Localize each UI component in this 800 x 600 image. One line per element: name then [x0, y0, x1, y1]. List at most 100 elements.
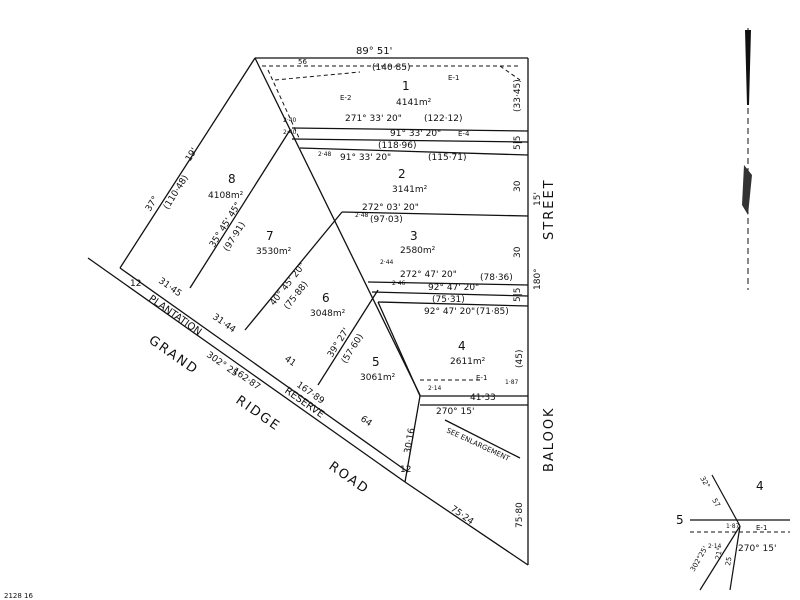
easement-dash-e2 [274, 71, 361, 81]
dim-5-5-a: 5|5 [513, 136, 523, 150]
lot-4-area: 2611m² [450, 357, 486, 367]
lot-6-number: 6 [322, 291, 330, 305]
easement-dashed-lines [262, 65, 521, 381]
lot-1-south-line [291, 127, 529, 132]
road-label-road: ROAD [326, 459, 372, 498]
lot-3-south-line [367, 281, 529, 286]
lot-1-area: 4141m² [396, 98, 432, 108]
inset-v5: 302°25' [689, 545, 710, 573]
small-dim-1-87: 1·87 [505, 379, 519, 386]
lot-4-5-line [377, 301, 421, 397]
enlargement-note: SEE ENLARGEMENT [445, 427, 511, 464]
top-distance: (140·85) [372, 63, 411, 73]
small-dim-2-40-b: 2·40 [283, 129, 297, 136]
small-dim-2-44: 2·44 [380, 259, 394, 266]
reserve-label-plantation: PLANTATION [146, 293, 203, 338]
small-dim-2-40: 2·40 [283, 117, 297, 124]
enlargement-leader-line [444, 419, 521, 459]
easement-e2-tag: E-2 [340, 94, 351, 102]
lot-8-number: 8 [228, 172, 236, 186]
boundary-lines [87, 57, 529, 566]
lot-7-8-line [189, 129, 291, 289]
small-56: 56 [298, 58, 307, 66]
footer-ref: 2128 16 [4, 592, 33, 600]
b8-bearing: 270° 15' [436, 407, 474, 417]
lot-3-area: 2580m² [400, 246, 436, 256]
street-bearing: 15' [533, 192, 543, 206]
b6-bearing: 92° 47' 20" [428, 283, 479, 293]
seg-30-16: 30·16 [403, 427, 417, 454]
lot-5-6-line [317, 289, 379, 386]
b7-distance: (71·85) [476, 307, 509, 317]
b8-distance: 41·33 [470, 393, 496, 403]
seg-75-80: 75·80 [515, 502, 525, 528]
lot-7-area: 3530m² [256, 247, 292, 257]
easement-dash-diag [267, 69, 301, 141]
b7-bearing: 92° 47' 20" [424, 307, 475, 317]
lot-7-number: 7 [266, 229, 274, 243]
lot-2-3-line [341, 211, 529, 217]
small-dim-2-48: 2·48 [318, 151, 332, 158]
north-arrow-tail [742, 165, 752, 215]
lot-2-north-line [299, 147, 529, 156]
inset-bearing: 270° 15' [738, 544, 776, 554]
north-arrow [742, 28, 752, 290]
inset-lower-line [699, 525, 741, 591]
dim-5-5-b: 5|5 [513, 288, 523, 302]
lot-2-area: 3141m² [392, 185, 428, 195]
dim-30-b: 30 [513, 246, 523, 258]
b3-bearing: 91° 33' 20" [340, 153, 391, 163]
inset-e1: E-1 [756, 524, 767, 532]
seg-31-44: 31·44 [210, 312, 237, 335]
lot-6-7-line [244, 211, 343, 331]
lot-3-number: 3 [410, 229, 418, 243]
street-degrees: 180° [533, 268, 543, 290]
seg-45: (45) [515, 350, 525, 368]
north-arrow-head [745, 30, 751, 105]
inset-v1: 32° [698, 475, 711, 490]
b2-bearing: 91° 33' 20" [390, 129, 441, 139]
dim-30-a: 30 [513, 180, 523, 192]
lot-5-area: 3061m² [360, 373, 396, 383]
small-dim-2-14: 2·14 [428, 385, 442, 392]
inset-diagonal-line [711, 474, 741, 527]
ridge-road-edge-line [404, 481, 529, 566]
b1-bearing: 271° 33' 20" [345, 114, 402, 124]
inset-v4: 25 [724, 556, 733, 566]
seg-75-24: 75·24 [448, 504, 475, 527]
seg-64: 64 [358, 414, 373, 429]
inset-lot-5: 5 [676, 513, 684, 527]
b6-distance: (75·31) [432, 295, 465, 305]
inset-v3: 21° [714, 547, 724, 561]
lot-1-number: 1 [402, 79, 410, 93]
easement-line-b [371, 291, 529, 297]
road-label-grand: GRAND [146, 333, 201, 378]
lot-6-area: 3048m² [310, 309, 346, 319]
easement-e4-tag: E-4 [458, 130, 470, 138]
right-top-distance: (33·45) [513, 79, 523, 112]
inset-enlargement [690, 474, 790, 591]
b5-distance: (78·36) [480, 273, 513, 283]
west-boundary-line [119, 57, 256, 269]
lot-4-number: 4 [458, 339, 466, 353]
lot-5-number: 5 [372, 355, 380, 369]
inset-v2: 57 [710, 497, 721, 509]
top-bearing: 89° 51' [356, 46, 392, 57]
small-dim-2-48-b: 2·48 [355, 212, 369, 219]
lot-5-frontage-line [404, 395, 421, 483]
easement-e1-tag-lower: E-1 [476, 374, 487, 382]
b1-distance: (122·12) [424, 114, 463, 124]
b4-bearing: 272° 03' 20" [362, 203, 419, 213]
reserve-edge-line [119, 267, 409, 473]
easement-line-a [291, 138, 529, 143]
b3-distance: (115·71) [428, 153, 467, 163]
inset-lot-4: 4 [756, 479, 764, 493]
lot-4-north-line [377, 301, 529, 307]
internal-diagonal-line [254, 57, 421, 396]
easement-e1-tag: E-1 [448, 74, 459, 82]
street-label-balook: BALOOK [542, 406, 557, 472]
lot-2-number: 2 [398, 167, 406, 181]
b5-bearing: 272° 47' 20" [400, 270, 457, 280]
